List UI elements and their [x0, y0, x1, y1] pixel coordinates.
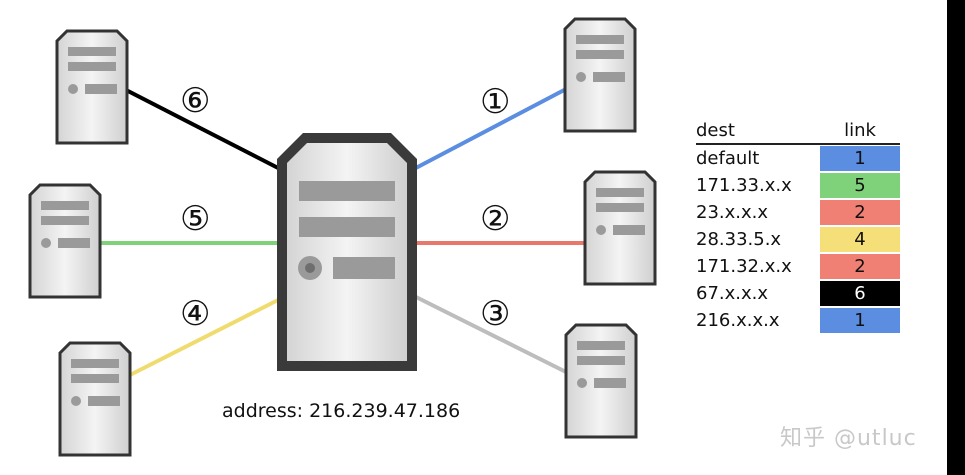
link-6-label: ⑥ — [180, 81, 210, 121]
link-1-line — [411, 86, 569, 172]
server-3-icon — [564, 323, 638, 439]
table-row: 23.x.x.x 2 — [696, 199, 900, 226]
row-dest: 28.33.5.x — [696, 229, 782, 250]
row-link: 2 — [820, 254, 900, 279]
server-5-icon — [28, 183, 102, 299]
link-5-label: ⑤ — [180, 199, 210, 239]
row-link: 2 — [820, 200, 900, 225]
row-link: 4 — [820, 227, 900, 252]
table-row: default 1 — [696, 145, 900, 172]
routing-table-header: dest link — [696, 117, 900, 145]
link-6-line — [125, 88, 283, 172]
row-dest: default — [696, 148, 760, 169]
table-row: 171.33.x.x 5 — [696, 172, 900, 199]
header-dest: dest — [696, 120, 735, 141]
server-4-icon — [58, 341, 132, 457]
table-row: 171.32.x.x 2 — [696, 253, 900, 280]
row-dest: 23.x.x.x — [696, 202, 769, 223]
row-link: 5 — [820, 173, 900, 198]
row-link: 1 — [820, 146, 900, 171]
row-dest: 171.32.x.x — [696, 256, 792, 277]
row-link: 6 — [820, 281, 900, 306]
server-1-icon — [563, 17, 637, 133]
watermark: 知乎 @utluc — [780, 426, 917, 451]
table-row: 216.x.x.x 1 — [696, 307, 900, 334]
header-link: link — [844, 120, 876, 141]
server-6-icon — [55, 29, 129, 145]
row-link: 1 — [820, 308, 900, 333]
link-4-label: ④ — [180, 294, 210, 334]
link-3-line — [411, 293, 569, 375]
row-dest: 171.33.x.x — [696, 175, 792, 196]
link-3-label: ③ — [480, 294, 510, 334]
row-dest: 67.x.x.x — [696, 283, 769, 304]
link-1-label: ① — [480, 82, 510, 122]
router-icon — [277, 133, 417, 371]
table-row: 67.x.x.x 6 — [696, 280, 900, 307]
link-4-line — [127, 296, 283, 378]
link-2-label: ② — [480, 199, 510, 239]
table-row: 28.33.5.x 4 — [696, 226, 900, 253]
right-edge-bar — [947, 0, 965, 475]
row-dest: 216.x.x.x — [696, 310, 780, 331]
server-2-icon — [583, 170, 657, 286]
router-address: address: 216.239.47.186 — [222, 400, 461, 422]
